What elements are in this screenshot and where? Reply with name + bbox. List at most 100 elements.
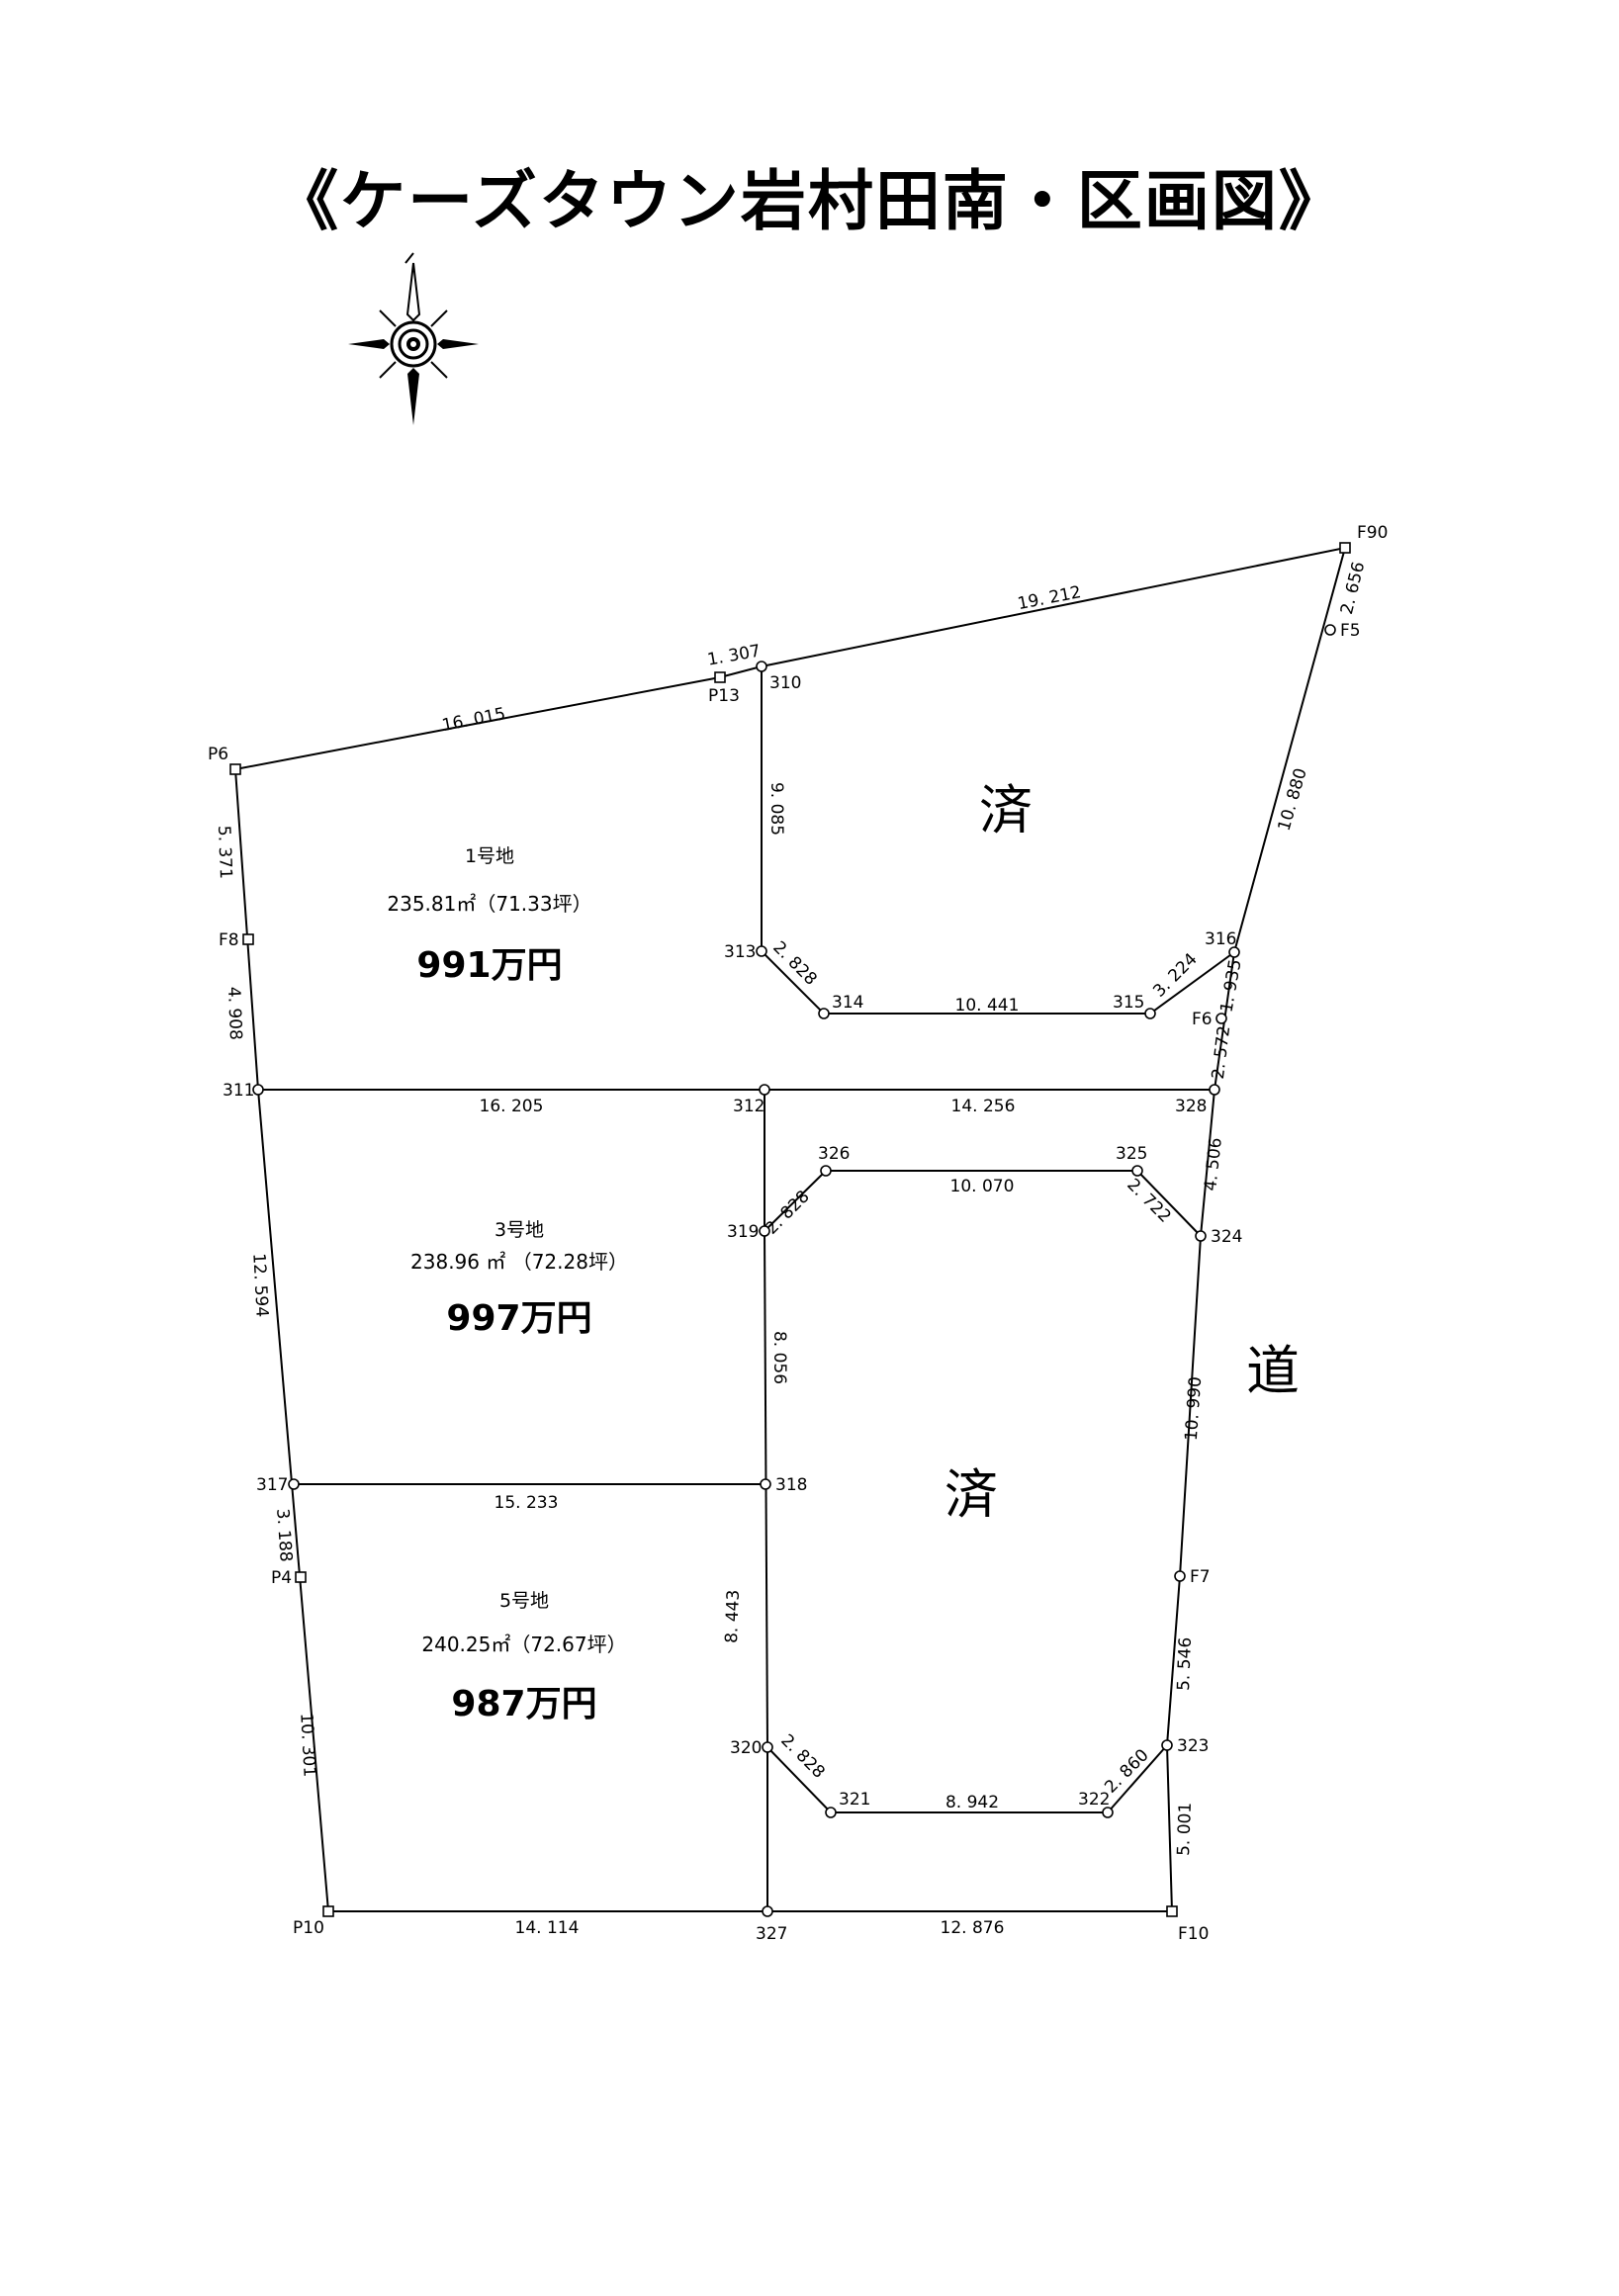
survey-point-marker [1228,946,1240,958]
page-title: 《ケーズタウン岩村田南・区画図》 [273,163,1346,239]
survey-point-marker [1339,542,1351,554]
survey-point-label: P6 [208,745,228,764]
distance-label: 12. 594 [248,1253,271,1318]
survey-point-label: F7 [1190,1567,1211,1587]
distance-label: 10. 070 [950,1177,1015,1196]
north-arrow-compass-icon [348,252,479,425]
survey-point-label: 324 [1211,1227,1242,1247]
survey-point-marker [229,763,241,775]
survey-point-label: 323 [1177,1736,1209,1756]
distance-label: 1. 935 [1217,958,1246,1015]
distance-label: 2. 656 [1337,560,1369,616]
survey-point-marker [760,1478,771,1490]
lot-1-label: 1号地 235.81㎡（71.33坪） 991万円 [387,845,591,986]
survey-point-marker [756,945,767,957]
distance-label: 2. 572 [1209,1024,1234,1080]
distance-label: 10. 441 [955,996,1020,1016]
survey-point-label: 325 [1116,1144,1147,1164]
distance-label: 3. 188 [272,1508,296,1562]
survey-point-marker [1215,1013,1227,1024]
survey-point-marker [756,661,767,672]
survey-point-label: 313 [724,942,756,962]
sold-lot-boundary [764,1170,1202,1237]
survey-point-marker [242,933,254,945]
survey-point-marker [1195,1230,1207,1242]
survey-point-label: F5 [1340,621,1361,641]
distance-label: 10. 301 [296,1713,318,1778]
survey-point-marker [759,1225,770,1237]
survey-point-label: 319 [727,1222,759,1242]
distance-label: 16. 015 [440,704,507,736]
survey-point-marker [252,1084,264,1096]
lot-area: 235.81㎡（71.33坪） [387,892,591,916]
lot-area: 240.25㎡（72.67坪） [421,1633,626,1656]
sold-mark-lower: 済 [944,1463,998,1526]
distance-label: 12. 876 [941,1918,1005,1938]
survey-point-label: F8 [219,930,239,950]
distance-label: 3. 224 [1149,949,1201,1001]
survey-point-marker [1102,1807,1114,1818]
distance-label: 14. 114 [515,1918,580,1938]
road-label: 道 [1246,1340,1300,1402]
survey-point-marker [1166,1905,1178,1917]
survey-point-marker [820,1165,832,1177]
survey-point-label: 327 [756,1924,787,1944]
distance-label: 8. 443 [722,1589,744,1643]
distance-label: 10. 880 [1275,766,1311,834]
survey-point-marker [818,1008,830,1019]
survey-point-label: 315 [1113,993,1144,1013]
distance-label: 8. 056 [769,1331,789,1384]
distance-label: 4. 506 [1201,1137,1226,1192]
outer-boundary [234,546,1347,1912]
survey-point-label: 326 [818,1144,850,1164]
lot-area: 238.96 ㎡ （72.28坪） [410,1250,628,1274]
survey-point-marker [762,1905,773,1917]
survey-point-marker [714,671,726,683]
survey-point-label: P10 [293,1918,324,1938]
survey-point-marker [759,1084,770,1096]
lot-3-label: 3号地 238.96 ㎡ （72.28坪） 997万円 [410,1219,628,1339]
survey-point-label: 314 [832,993,863,1013]
survey-point-marker [762,1741,773,1753]
survey-point-label: 320 [730,1738,762,1758]
lot-name: 3号地 [495,1219,544,1241]
distance-label: 15. 233 [495,1493,559,1513]
lot-name: 1号地 [465,845,514,867]
survey-point-label: 312 [733,1097,765,1116]
lot-price: 997万円 [446,1298,591,1339]
distance-label: 5. 546 [1174,1636,1196,1691]
sold-mark-upper: 済 [979,779,1033,841]
survey-point-marker [288,1478,300,1490]
survey-point-marker [1131,1165,1143,1177]
distance-label: 2. 828 [762,1187,813,1238]
distance-label: 10. 990 [1182,1376,1206,1442]
distance-labels: 16. 015 1. 307 19. 212 2. 656 10. 880 9. 085 2… [214,560,1369,1938]
distance-label: 5. 001 [1174,1802,1196,1856]
survey-point-label: P4 [271,1568,292,1588]
distance-label: 1. 307 [706,642,763,670]
lower-sold-boundary [766,1744,1168,1813]
distance-label: 5. 371 [214,825,235,879]
survey-point-label: 321 [839,1790,870,1810]
survey-point-label: F90 [1357,523,1388,543]
lot-name: 5号地 [499,1590,549,1612]
survey-point-marker [1161,1739,1173,1751]
distance-label: 8. 942 [945,1793,999,1812]
lot-5-label: 5号地 240.25㎡（72.67坪） 987万円 [421,1590,626,1724]
survey-point-marker [1209,1084,1220,1096]
survey-point-label: 316 [1205,929,1236,949]
distance-label: 14. 256 [951,1097,1016,1116]
survey-point-marker [295,1571,307,1583]
survey-point-label: 322 [1078,1790,1110,1810]
distance-label: 9. 085 [766,782,786,836]
survey-point-marker [1324,624,1336,636]
distance-label: 2. 828 [776,1730,828,1782]
survey-point-label: 311 [223,1081,254,1101]
boundary-lines [234,546,1347,1912]
distance-label: 4. 908 [224,986,245,1040]
distance-label: 19. 212 [1016,582,1083,614]
survey-point-label: 310 [769,673,801,693]
distance-label: 16. 205 [480,1097,544,1116]
